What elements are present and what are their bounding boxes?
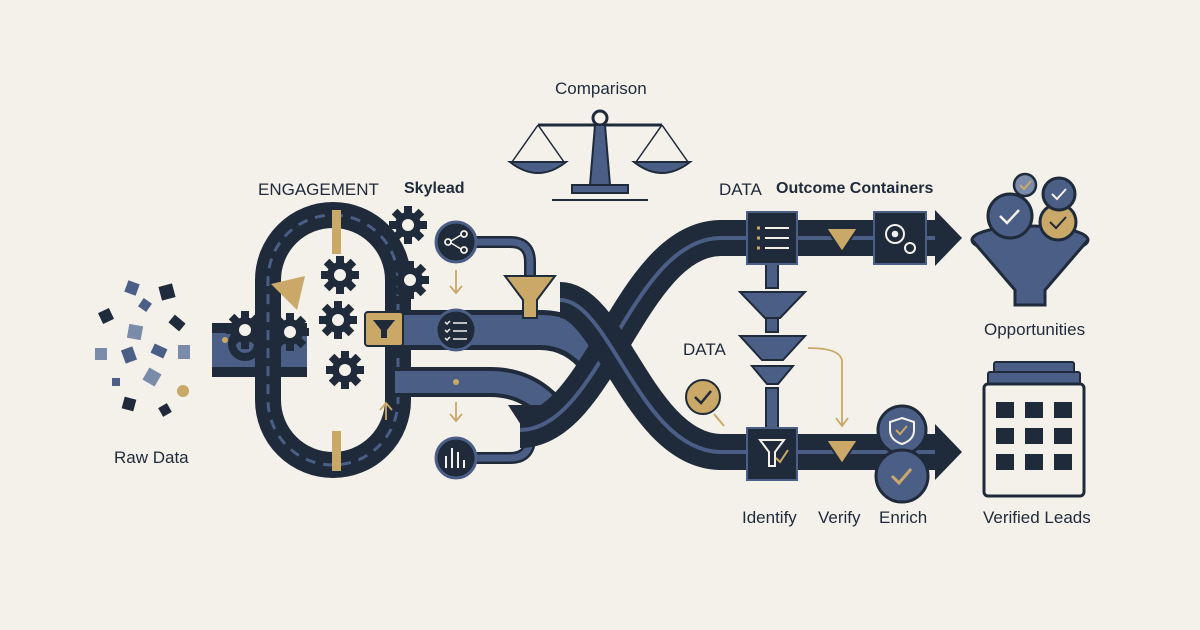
ball-icon <box>1012 172 1038 198</box>
gear-icon <box>271 313 309 351</box>
skylead-label: Skylead <box>404 180 465 197</box>
ball-icon <box>1041 176 1077 212</box>
shield-check-icon <box>876 404 928 456</box>
bottom-flow-marker <box>824 439 860 466</box>
opportunities-label: Opportunities <box>984 320 1086 339</box>
funnel-icon <box>737 291 808 385</box>
ball-icon <box>986 192 1034 240</box>
comparison-label: Comparison <box>555 79 647 98</box>
verify-arrow <box>807 347 849 428</box>
calendar-grid-icon <box>982 361 1086 498</box>
engagement-label: ENGAGEMENT <box>258 180 379 199</box>
gear-icon <box>391 261 429 299</box>
raw-data-label: Raw Data <box>114 448 189 467</box>
bar-chart-icon <box>434 436 478 480</box>
opportunities-funnel <box>970 172 1090 307</box>
top-arrowhead <box>935 210 962 266</box>
raw-data-particles <box>95 280 190 417</box>
flow-arrow <box>449 270 463 295</box>
gear-icon <box>326 351 364 389</box>
bottom-arrowhead <box>935 424 962 480</box>
flow-arrow <box>379 401 393 420</box>
verified-leads-label: Verified Leads <box>983 508 1091 527</box>
data-top-label: DATA <box>719 180 762 199</box>
gears-icon <box>873 211 927 265</box>
check-icon <box>874 448 930 504</box>
gear-icon <box>226 311 264 349</box>
loop-marker-top <box>332 210 341 254</box>
filter-icon <box>746 427 798 481</box>
lower-funnel-connector <box>508 405 548 425</box>
verify-label: Verify <box>818 508 861 527</box>
filter-icon <box>364 311 404 347</box>
identify-label: Identify <box>742 508 797 527</box>
gear-icon <box>321 256 359 294</box>
loop-marker-bottom <box>332 431 341 471</box>
funnel-icon <box>503 275 557 319</box>
flow-arrow <box>449 402 463 423</box>
scale-icon <box>507 109 693 201</box>
checklist-icon <box>434 308 478 352</box>
branch-icon <box>434 220 478 264</box>
loop-arrow-marker <box>271 276 305 310</box>
enrich-label: Enrich <box>879 508 928 527</box>
badge-check-icon <box>685 379 725 427</box>
gear-icon <box>319 301 357 339</box>
crossing-pipes <box>518 220 935 470</box>
gear-icon <box>389 206 427 244</box>
list-icon <box>746 211 798 265</box>
top-flow-marker <box>824 227 860 254</box>
data-middle-label: DATA <box>683 340 726 359</box>
outcome-containers-label: Outcome Containers <box>776 180 934 197</box>
